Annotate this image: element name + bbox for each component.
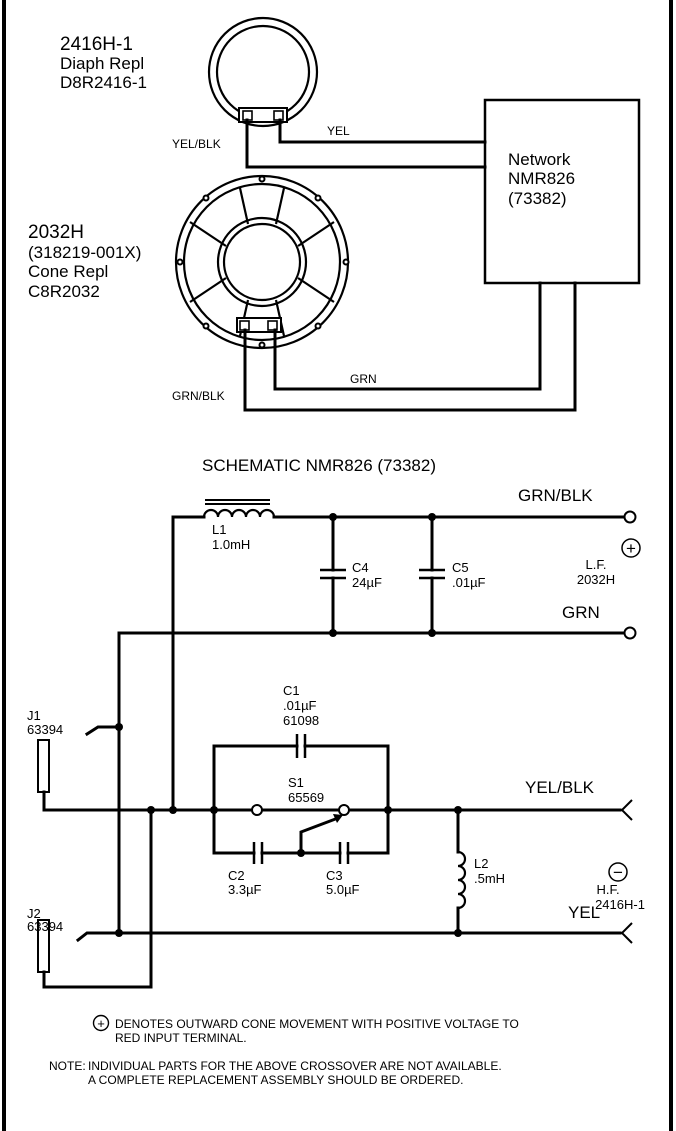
terminal-yel-blk [620,799,633,821]
output-grn-blk-label: GRN/BLK [518,486,593,505]
capacitor-c1 [212,734,390,812]
c1-value: .01µF [283,698,317,713]
hf-polarity-symbol: − [613,863,623,882]
capacitor-c2 [212,808,342,864]
c3-value: 5.0µF [326,882,360,897]
note-prefix: NOTE: [49,1059,86,1073]
hf-model: 2416H-1 [595,897,645,912]
c1-ref: C1 [283,683,300,698]
s1-part: 65569 [288,790,324,805]
lf-polarity-plus-icon [621,538,641,558]
output-grn-label: GRN [562,603,600,622]
lf-driver-repl-code: C8R2032 [28,282,100,301]
lf-driver-model: 2032H [28,222,84,243]
note-line1: INDIVIDUAL PARTS FOR THE ABOVE CROSSOVER… [88,1059,502,1073]
junction-dots [115,513,462,937]
network-model: NMR826 [508,169,575,188]
s1-ref: S1 [288,775,304,790]
hf-driver-drawing [207,16,319,128]
hf-driver-part: Diaph Repl [60,54,144,73]
capacitor-c5 [419,515,445,635]
wire-grn-blk-lf [243,281,577,412]
capacitor-c4 [320,515,346,635]
jack-j2 [37,808,460,989]
lf-polarity-symbol: + [626,539,636,558]
j1-ref: J1 [27,708,41,723]
terminal-yel [620,922,633,944]
j1-part: 63394 [27,722,63,737]
c4-value: 24µF [352,575,382,590]
note-line2: A COMPLETE REPLACEMENT ASSEMBLY SHOULD B… [88,1073,463,1087]
wire-yel-hf [278,118,487,144]
wire-label-yel-blk: YEL/BLK [172,137,221,151]
l1-value: 1.0mH [212,537,250,552]
note-polarity-line1: DENOTES OUTWARD CONE MOVEMENT WITH POSIT… [115,1017,519,1031]
wire-grn-bus [117,631,626,935]
wire-yel-blk-hf [245,118,487,169]
j2-part: 63394 [27,919,63,934]
output-yel-blk-label: YEL/BLK [525,778,595,797]
network-title: Network [508,150,571,169]
hf-polarity-minus-icon [608,862,628,882]
inductor-l1 [202,499,276,518]
lf-driver-drawing [174,174,350,350]
capacitor-c3 [338,808,390,864]
j2-ref: J2 [27,906,41,921]
terminal-grn [623,626,637,640]
hf-label: H.F. [596,882,619,897]
c3-ref: C3 [326,868,343,883]
note-polarity-plus-icon [92,1014,110,1032]
c2-ref: C2 [228,868,245,883]
l1-ref: L1 [212,522,226,537]
output-yel-label: YEL [568,903,600,922]
c1-part: 61098 [283,713,319,728]
jack-j1 [37,725,460,812]
c2-value: 3.3µF [228,882,262,897]
wire-label-grn-blk: GRN/BLK [172,389,225,403]
inductor-l2 [456,808,467,935]
lf-driver-part: Cone Repl [28,262,108,281]
note-polarity-line2: RED INPUT TERMINAL. [115,1031,247,1045]
c5-ref: C5 [452,560,469,575]
c4-ref: C4 [352,560,369,575]
c5-value: .01µF [452,575,486,590]
note-polarity-symbol: + [97,1016,105,1031]
wire-label-yel: YEL [327,124,350,138]
l2-ref: L2 [474,856,488,871]
wire-label-grn: GRN [350,372,377,386]
wire-l1-input [171,515,206,812]
network-part-number: (73382) [508,189,567,208]
network-box [483,98,641,285]
schematic-title: SCHEMATIC NMR826 (73382) [202,456,436,475]
hf-driver-repl-code: D8R2416-1 [60,73,147,92]
lf-driver-alt-part: (318219-001X) [28,243,141,262]
switch-s1 [214,804,388,855]
lf-model: 2032H [577,572,615,587]
l2-value: .5mH [474,871,505,886]
lf-label: L.F. [586,557,607,572]
wire-grn-lf [273,281,542,391]
terminal-grn-blk [623,510,637,524]
hf-driver-model: 2416H-1 [60,34,133,55]
